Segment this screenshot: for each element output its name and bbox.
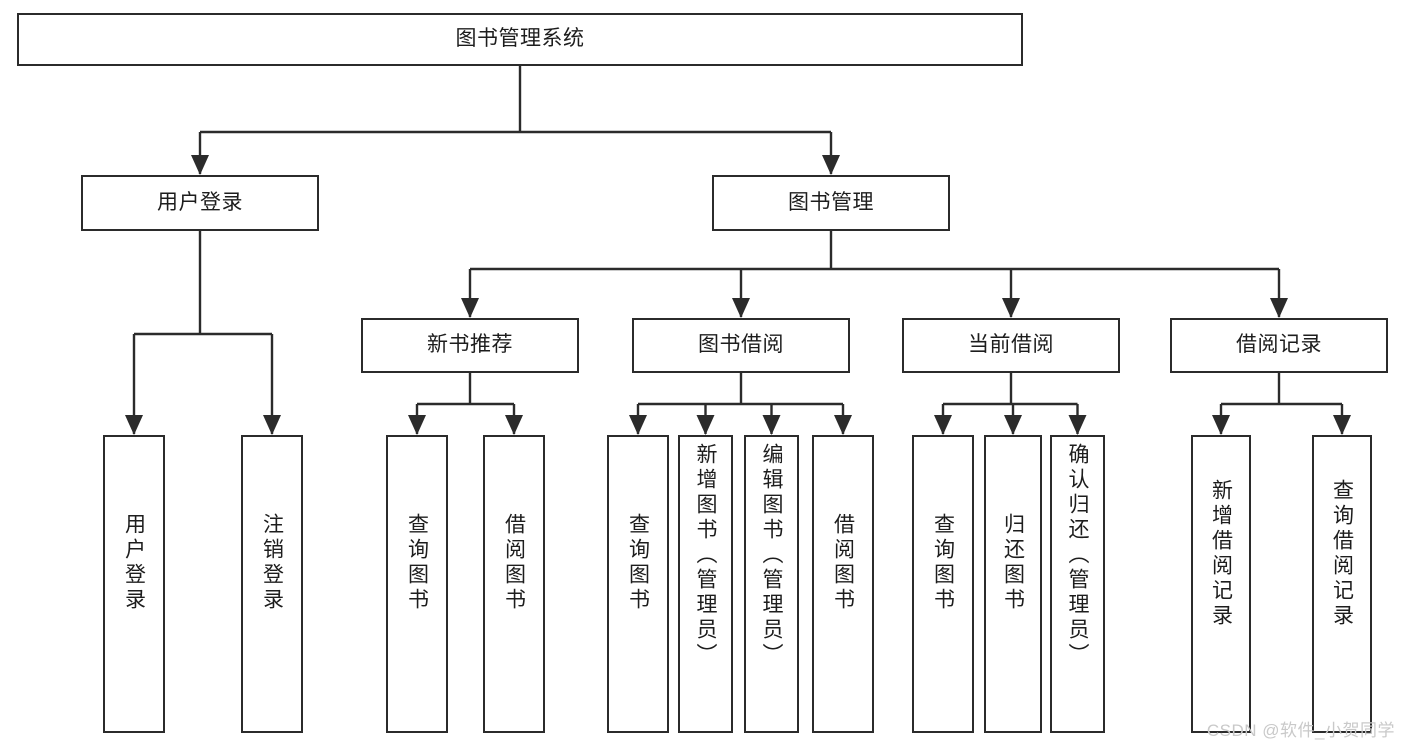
node-label: 查询图书 (626, 513, 650, 613)
node-leaf-add-record[interactable]: 新增借阅记录 (1191, 435, 1251, 733)
node-root[interactable]: 图书管理系统 (17, 13, 1023, 66)
node-label: 图书管理系统 (455, 27, 585, 51)
watermark: CSDN @软件_小贺同学 (1206, 721, 1395, 740)
node-newbook[interactable]: 新书推荐 (361, 318, 579, 373)
node-label: 借阅图书 (502, 513, 526, 613)
node-login[interactable]: 用户登录 (81, 175, 319, 231)
node-label: 用户登录 (157, 190, 243, 214)
node-leaf-add-book[interactable]: 新增图书（管理员） (678, 435, 733, 733)
node-current[interactable]: 当前借阅 (902, 318, 1120, 373)
connector-arrowhead (125, 415, 143, 435)
connector-arrowhead (629, 415, 647, 435)
node-leaf-edit-book[interactable]: 编辑图书（管理员） (744, 435, 799, 733)
node-label: 查询图书 (405, 513, 429, 613)
node-label: 归还图书 (1001, 513, 1025, 613)
node-leaf-user-login[interactable]: 用户登录 (103, 435, 165, 733)
node-label: 借阅记录 (1236, 333, 1322, 357)
connector-arrowhead (461, 298, 479, 318)
node-label: 用户登录 (122, 513, 146, 613)
node-leaf-borrow-book-2[interactable]: 借阅图书 (812, 435, 874, 733)
node-borrow[interactable]: 图书借阅 (632, 318, 850, 373)
node-leaf-confirm-return[interactable]: 确认归还（管理员） (1050, 435, 1105, 733)
connector-arrowhead (934, 415, 952, 435)
connector-arrowhead (1212, 415, 1230, 435)
connector-arrowhead (1333, 415, 1351, 435)
connector-arrowhead (408, 415, 426, 435)
node-label: 注销登录 (260, 513, 284, 613)
node-label: 编辑图书（管理员） (760, 443, 783, 668)
node-label: 新增图书（管理员） (694, 443, 717, 668)
connector-arrowhead (1002, 298, 1020, 318)
connector-arrowhead (696, 415, 715, 435)
node-label: 借阅图书 (831, 513, 855, 613)
connector-arrowhead (505, 415, 523, 435)
node-label: 新增借阅记录 (1209, 479, 1233, 629)
node-label: 图书借阅 (698, 333, 784, 357)
node-leaf-query-book-2[interactable]: 查询图书 (607, 435, 669, 733)
connector-arrowhead (834, 415, 852, 435)
connector-arrowhead (732, 298, 750, 318)
node-leaf-user-logout[interactable]: 注销登录 (241, 435, 303, 733)
node-label: 新书推荐 (427, 333, 513, 357)
node-label: 图书管理 (788, 190, 874, 214)
connector-arrowhead (263, 415, 281, 435)
node-leaf-borrow-book-1[interactable]: 借阅图书 (483, 435, 545, 733)
node-bookmgmt[interactable]: 图书管理 (712, 175, 950, 231)
connector-arrowhead (1004, 415, 1022, 435)
connector-arrowhead (762, 415, 781, 435)
node-leaf-query-record[interactable]: 查询借阅记录 (1312, 435, 1372, 733)
node-leaf-query-book-3[interactable]: 查询图书 (912, 435, 974, 733)
connector-arrowhead (1068, 415, 1087, 435)
node-leaf-query-book-1[interactable]: 查询图书 (386, 435, 448, 733)
connector-arrowhead (191, 155, 209, 175)
connector-arrowhead (822, 155, 840, 175)
node-label: 当前借阅 (968, 333, 1054, 357)
connector-arrowhead (1270, 298, 1288, 318)
node-label: 确认归还（管理员） (1066, 443, 1089, 668)
node-records[interactable]: 借阅记录 (1170, 318, 1388, 373)
node-label: 查询借阅记录 (1330, 479, 1354, 629)
node-label: 查询图书 (931, 513, 955, 613)
node-leaf-return-book[interactable]: 归还图书 (984, 435, 1042, 733)
